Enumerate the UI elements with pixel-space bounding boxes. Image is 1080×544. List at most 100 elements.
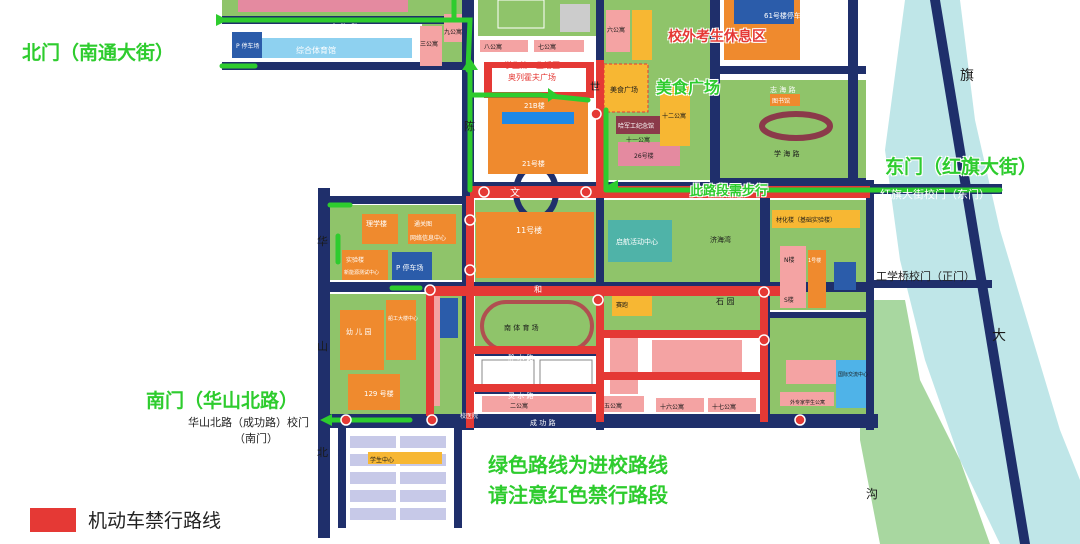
walk-only-callout: 此路段需步行 xyxy=(690,184,769,199)
label-nanhai-road: 南 海 路 xyxy=(330,22,359,32)
gate-north-sublabel: 南通大街校门（北门） xyxy=(46,10,156,23)
building-south-dorms xyxy=(652,340,742,374)
label-shiliu-dorm: 十六公寓 xyxy=(660,403,684,411)
gate-north-label: 北门（南通大街） xyxy=(22,42,175,64)
building-21 xyxy=(488,98,588,174)
track-east xyxy=(759,111,833,141)
label-shiyan: 实验楼 xyxy=(346,256,364,264)
building-parking-east xyxy=(834,262,856,290)
legend-restricted-label: 机动车禁行路线 xyxy=(88,510,222,532)
label-huashan-hua: 华 xyxy=(317,234,328,248)
label-wu-dorm: 五公寓 xyxy=(604,402,622,410)
label-zhi-road: 志 海 路 xyxy=(770,85,795,94)
building-kindergarten xyxy=(340,310,384,370)
gate-east-label: 东门（红旗大街） xyxy=(885,156,1038,178)
label-seven-dorm: 七公寓 xyxy=(538,43,556,51)
building-caihua xyxy=(772,210,860,228)
building-jiaotong xyxy=(836,360,866,408)
label-xiaoyiyuan: 校医院 xyxy=(460,412,478,420)
label-lab-park: 船工大楼中心 xyxy=(388,315,418,322)
label-eight-dorm: 八公寓 xyxy=(484,43,502,51)
building-11 xyxy=(476,212,594,278)
label-twelve-dorm: 十二公寓 xyxy=(662,112,686,120)
label-lingshui: 灵 水 路 xyxy=(508,391,533,400)
building-stands xyxy=(560,4,590,32)
label-26: 26号楼 xyxy=(634,152,654,160)
route-notice: 绿色路线为进校路线 请注意红色禁行路段 xyxy=(488,450,668,510)
building-129 xyxy=(348,374,400,410)
building-shiliu-dorm xyxy=(656,398,704,412)
label-second-life: 学生第二生活区 xyxy=(504,60,560,70)
label-parking-north: P 停车场 xyxy=(236,42,260,50)
label-tongxian: 通关图 xyxy=(414,220,432,228)
building-qihang xyxy=(608,220,672,262)
label-wangluo: 网络信息中心 xyxy=(410,234,446,242)
building-three-dorm xyxy=(420,26,442,66)
label-jiaotong: 国际交流中心 xyxy=(838,371,868,378)
label-tiyu: 南 体 育 场 xyxy=(504,323,539,332)
gate-south-sublabel-1: 华山北路（成功路）校门 xyxy=(188,416,309,429)
label-shi: 世 xyxy=(590,81,600,93)
label-parking-west: P 停车场 xyxy=(396,263,423,272)
building-parking xyxy=(232,32,262,58)
building-zonghe-gym xyxy=(262,38,412,58)
label-b1: 1号楼 xyxy=(808,257,821,264)
label-s: S楼 xyxy=(784,296,794,304)
label-expert-dorm: 外专家学生公寓 xyxy=(790,399,825,406)
label-shiyuan: 石 园 xyxy=(716,297,735,306)
rest-area-callout: 校外考生休息区 xyxy=(668,29,766,45)
building-parking-2 xyxy=(392,252,432,280)
label-11: 11号楼 xyxy=(516,225,542,235)
building-yellow-south xyxy=(368,452,442,464)
building-lab-park xyxy=(386,300,416,360)
label-nine-dorm: 九公寓 xyxy=(444,28,462,36)
gate-south-sublabel-2: （南门） xyxy=(234,432,278,445)
building-parking-3 xyxy=(438,298,458,338)
label-huashan-shan: 山 xyxy=(317,340,328,353)
label-library: 图书馆 xyxy=(772,97,790,105)
label-lixue: 理学楼 xyxy=(366,219,387,228)
building-parking-rows xyxy=(539,359,593,387)
route-notice-line1: 绿色路线为进校路线 xyxy=(488,453,668,477)
label-jihai: 济海湾 xyxy=(710,235,731,244)
legend: 机动车禁行路线 xyxy=(30,506,221,533)
label-n: N楼 xyxy=(784,256,795,264)
label-129: 129 号楼 xyxy=(364,389,394,398)
label-gou: 沟 xyxy=(866,487,878,501)
building-west-dorm xyxy=(610,332,638,394)
label-he-road: 和 xyxy=(534,285,542,294)
label-six-dorm: 六公寓 xyxy=(607,26,625,34)
building-shiqi-dorm xyxy=(708,398,756,412)
label-shiqi-dorm: 十七公寓 xyxy=(712,403,736,411)
label-three-dorm: 三公寓 xyxy=(420,40,438,48)
gate-industrial-sublabel: 工学桥校门（正门） xyxy=(876,270,975,283)
building-er-dorm xyxy=(482,396,592,412)
label-21b: 21B楼 xyxy=(524,101,545,110)
label-kindergarten: 幼 儿 园 xyxy=(346,327,371,336)
legend-restricted-swatch xyxy=(30,507,76,532)
building-61-parking xyxy=(734,0,794,24)
label-yellow-south: 学生中心 xyxy=(370,456,394,464)
label-plaza: 奥列霍夫广场 xyxy=(508,72,556,82)
building-n xyxy=(780,246,806,308)
label-da: 大 xyxy=(992,328,1006,344)
building-food xyxy=(603,63,649,113)
gate-east-sublabel: 红旗大街校门（东门） xyxy=(880,188,990,201)
river-bank-green xyxy=(860,300,990,544)
label-wen-road: 文 xyxy=(510,186,520,199)
label-caihua: 材化楼（基础实验楼） xyxy=(776,216,836,224)
building-seven-dorm xyxy=(534,40,584,52)
building-six-dorm xyxy=(606,10,630,52)
no-entry-markers xyxy=(340,108,806,426)
label-zonghe-gym: 综合体育馆 xyxy=(296,45,336,55)
building-tongxian xyxy=(408,214,456,244)
label-huashan-bei: 北 xyxy=(317,446,328,459)
gate-south-label: 南门（华山北路） xyxy=(146,390,299,412)
food-square-callout: 美食广场 xyxy=(656,78,721,97)
label-21: 21号楼 xyxy=(522,159,545,168)
label-jingshui: 静 水 路 xyxy=(508,353,533,362)
building-parking-rows xyxy=(481,359,535,387)
label-qihang: 启航活动中心 xyxy=(616,237,658,246)
